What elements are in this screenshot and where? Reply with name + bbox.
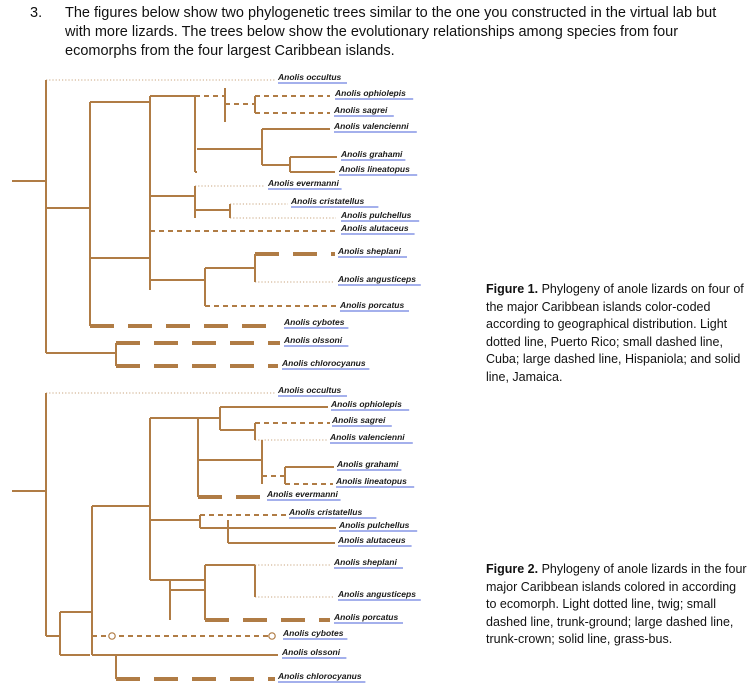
species-label: Anolis ophiolepis <box>330 399 402 409</box>
species-label: Anolis sagrei <box>333 105 388 115</box>
species-label: Anolis angusticeps <box>337 589 416 599</box>
species-label: Anolis olssoni <box>283 335 343 345</box>
species-label: Anolis valencienni <box>333 121 409 131</box>
species-label: Anolis occultus <box>277 72 342 82</box>
species-label: Anolis evermanni <box>266 489 338 499</box>
species-label: Anolis sheplani <box>337 246 401 256</box>
species-label: Anolis chlorocyanus <box>277 671 362 681</box>
species-label: Anolis grahami <box>340 149 403 159</box>
node-marker <box>108 632 116 640</box>
species-label: Anolis valencienni <box>329 432 405 442</box>
figure-1-caption-title: Figure 1. <box>486 282 539 296</box>
species-label: Anolis lineatopus <box>338 164 410 174</box>
species-label: Anolis alutaceus <box>340 223 409 233</box>
node-marker <box>268 632 276 640</box>
question-number: 3. <box>30 5 43 21</box>
species-label: Anolis cybotes <box>282 628 344 638</box>
species-label: Anolis cristatellus <box>290 196 364 206</box>
species-label: Anolis sheplani <box>333 557 397 567</box>
species-label: Anolis porcatus <box>333 612 399 622</box>
species-label: Anolis alutaceus <box>337 535 406 545</box>
species-label: Anolis cybotes <box>283 317 345 327</box>
species-label: Anolis occultus <box>277 385 342 395</box>
figure-2-caption-text: Phylogeny of anole lizards in the four m… <box>486 562 747 646</box>
species-label: Anolis porcatus <box>339 300 405 310</box>
figure-2-caption: Figure 2. Phylogeny of anole lizards in … <box>486 561 748 649</box>
figure-2-caption-title: Figure 2. <box>486 562 539 576</box>
species-label: Anolis grahami <box>336 459 399 469</box>
species-label: Anolis sagrei <box>331 415 386 425</box>
species-label: Anolis evermanni <box>267 178 339 188</box>
species-label: Anolis cristatellus <box>288 507 362 517</box>
species-label: Anolis angusticeps <box>337 274 416 284</box>
figure-1-caption: Figure 1. Phylogeny of anole lizards on … <box>486 281 748 386</box>
species-label: Anolis chlorocyanus <box>281 358 366 368</box>
figure-1-caption-text: Phylogeny of anole lizards on four of th… <box>486 282 744 384</box>
species-label: Anolis pulchellus <box>338 520 410 530</box>
species-label: Anolis olssoni <box>281 647 341 657</box>
species-label: Anolis ophiolepis <box>334 88 406 98</box>
question-text: The figures below show two phylogenetic … <box>65 5 717 59</box>
species-label: Anolis lineatopus <box>335 476 407 486</box>
species-label: Anolis pulchellus <box>340 210 412 220</box>
